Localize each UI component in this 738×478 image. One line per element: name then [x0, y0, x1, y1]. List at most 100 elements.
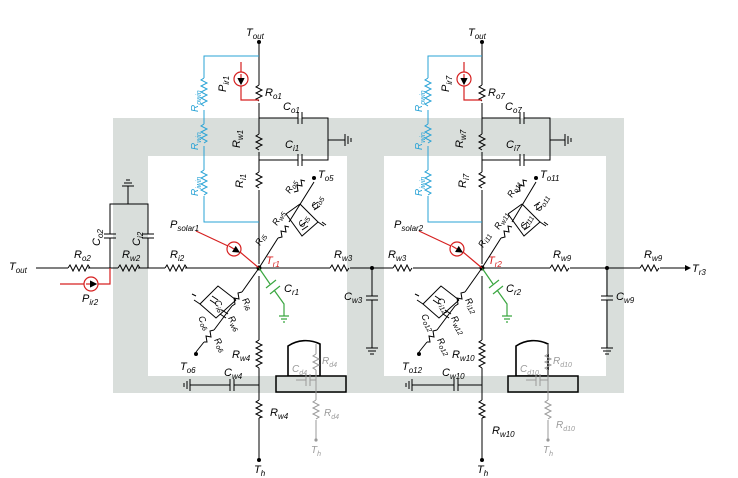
ground-box-11 [539, 221, 549, 227]
label-co7: Co7 [505, 101, 522, 115]
room1-wall [113, 118, 370, 393]
node-th-d4 [314, 438, 318, 442]
label-th2: Th [477, 464, 489, 478]
resistor-rw3-b [392, 263, 413, 273]
label-tout-left: Tout [9, 261, 28, 275]
label-rw4-b: Rw4 [270, 407, 289, 421]
node-th-d10 [546, 438, 550, 442]
resistor-rd4-b [311, 399, 321, 420]
label-ci7: Ci7 [506, 139, 521, 153]
label-rw10-a: Rw10 [452, 349, 475, 363]
resistor-ro5 [293, 179, 306, 193]
label-riwin-2: Riwin [414, 177, 427, 196]
label-rd4-b: Rd4 [324, 408, 339, 421]
ground-room1-top [344, 134, 352, 146]
label-ri2: Ri2 [170, 249, 185, 263]
label-co12: Co12 [418, 312, 438, 334]
label-rw9-b: Rw9 [644, 249, 663, 263]
label-ro5: Ro5 [283, 178, 301, 196]
ground-cw4 [183, 379, 191, 391]
label-ro7: Ro7 [488, 87, 505, 101]
label-rwin-1: Rwin [190, 132, 203, 150]
label-to6: To6 [180, 361, 196, 375]
node-to6 [194, 352, 198, 356]
room1-circuit: Tout Ro1 Co1 Rw1 Ci1 Ri1 Pir1 Rowin [9, 27, 482, 478]
label-ci12: Ci12 [434, 296, 452, 316]
label-cd10: Cd10 [520, 364, 539, 377]
label-psolar2: Psolar2 [394, 219, 424, 233]
capacitor-cd4 [305, 374, 311, 386]
label-ro11: Ro11 [505, 179, 524, 200]
capacitor-cw4 [229, 379, 235, 391]
resistor-rd10-a [543, 353, 553, 371]
node-th1 [257, 458, 261, 462]
capacitor-cr2 [488, 279, 504, 295]
label-tout-top2: Tout [468, 27, 487, 41]
capacitor-ci1 [297, 154, 303, 166]
label-rw10-b: Rw10 [492, 425, 515, 439]
ground-room2-top [564, 134, 572, 146]
ground-cw10 [405, 379, 413, 391]
label-tr3: Tr3 [692, 263, 706, 277]
label-rowin-1: Rowin [190, 90, 203, 112]
source-pir2 [83, 276, 99, 292]
resistor-ro11 [515, 179, 528, 193]
capacitor-cw10 [453, 379, 459, 391]
label-tr2: Tr2 [488, 255, 502, 269]
capacitor-ci2 [142, 233, 154, 239]
node-to11 [534, 176, 538, 180]
label-ri11: Ri11 [476, 231, 494, 250]
ground-box-12 [414, 293, 424, 305]
label-th-d4: Th [311, 445, 321, 458]
resistor-rwin-1 [199, 123, 209, 144]
label-rwin-2: Rwin [414, 132, 427, 150]
resistor-rw7 [477, 133, 487, 151]
wall-bands [113, 118, 624, 393]
room2-wall [370, 118, 624, 393]
label-cr1: Cr1 [284, 283, 299, 297]
resistor-ro12 [427, 329, 438, 343]
resistor-ro7 [477, 84, 487, 102]
label-cw10: Cw10 [442, 367, 465, 381]
ground-cw9 [601, 347, 613, 355]
label-riwin-1: Riwin [190, 177, 203, 196]
resistor-ri7 [477, 171, 487, 189]
ground-cw3 [366, 347, 378, 355]
resistor-rw10-b [477, 399, 487, 419]
heater-d4 [287, 339, 321, 377]
label-ci2: Ci2 [131, 231, 145, 246]
resistor-rd4-a [311, 353, 321, 371]
label-cr2: Cr2 [506, 283, 522, 297]
ground-cr2 [502, 315, 512, 323]
capacitor-cw9 [601, 295, 613, 301]
label-rw7: Rw7 [454, 129, 468, 148]
label-co1: Co1 [283, 101, 300, 115]
label-rw5: Rw5 [270, 209, 288, 228]
label-to5: To5 [318, 169, 334, 183]
ground-box-5 [317, 221, 327, 227]
label-ci5: Ci5 [296, 214, 312, 230]
label-ri1: Ri1 [234, 174, 248, 188]
resistor-rw2 [117, 263, 141, 273]
resistor-rw3-a [329, 263, 350, 273]
label-ri6: Ri6 [239, 296, 255, 312]
label-to11: To11 [540, 169, 560, 183]
label-ci1: Ci1 [285, 139, 299, 153]
ground-box-6 [191, 293, 201, 305]
label-rw9-a: Rw9 [553, 249, 572, 263]
label-psolar1: Psolar1 [170, 219, 199, 233]
resistor-ri6 [231, 291, 243, 307]
capacitor-co1 [297, 112, 303, 124]
source-psolar2 [449, 241, 465, 257]
label-cd4: Cd4 [292, 364, 307, 377]
label-th-d10: Th [543, 445, 553, 458]
resistor-rd10-b [543, 399, 553, 420]
ground-cr1 [279, 315, 289, 323]
source-psolar1 [226, 241, 242, 257]
label-pir7: Pir7 [440, 75, 454, 92]
capacitor-co7 [519, 112, 525, 124]
label-ci6: Ci6 [211, 298, 227, 314]
ground-left [122, 179, 134, 187]
label-rw2: Rw2 [122, 249, 141, 263]
